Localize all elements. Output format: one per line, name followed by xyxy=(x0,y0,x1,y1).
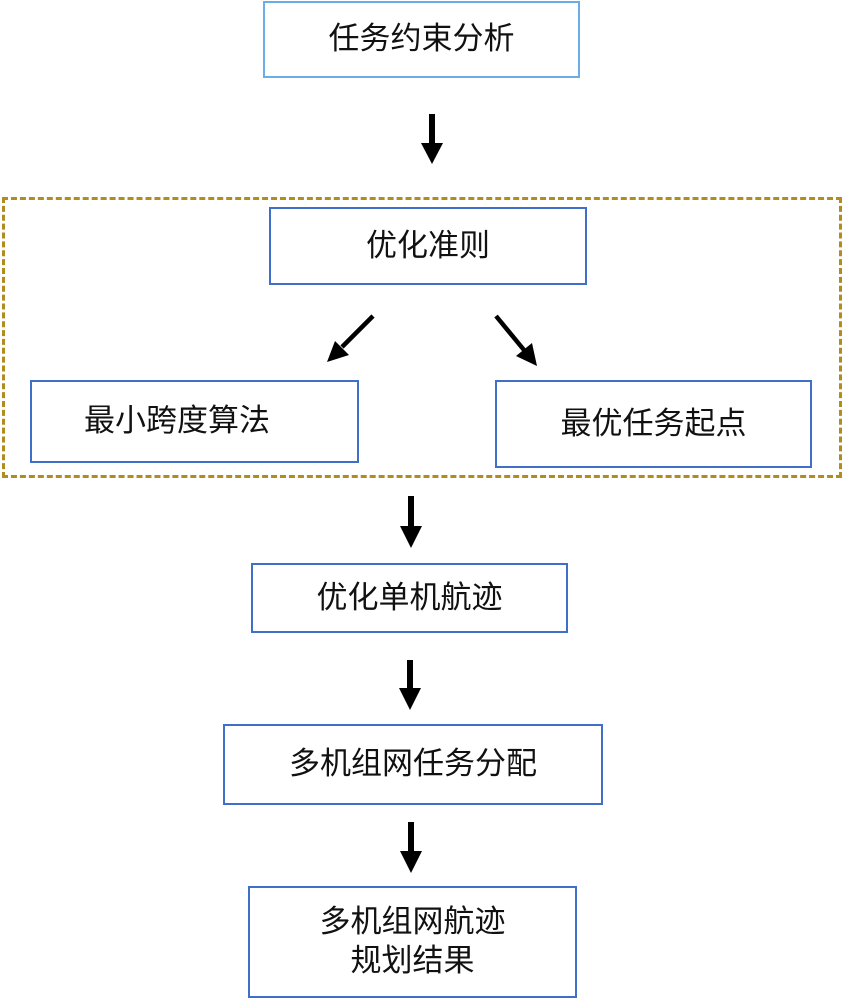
node-optimize-single-track-label: 优化单机航迹 xyxy=(316,579,503,616)
arrow-single-track-to-allocation xyxy=(399,660,421,710)
node-multi-track-result: 多机组网航迹 规划结果 xyxy=(248,886,577,998)
node-optimal-task-start-label: 最优任务起点 xyxy=(560,405,747,442)
node-optimize-single-track: 优化单机航迹 xyxy=(251,563,568,633)
arrow-constraint-to-criteria xyxy=(421,114,443,164)
node-multi-task-allocation-label: 多机组网任务分配 xyxy=(289,746,537,783)
optimization-group-frame xyxy=(2,197,842,478)
arrow-allocation-to-result xyxy=(400,822,422,873)
node-constraint-analysis-label: 任务约束分析 xyxy=(328,21,515,58)
node-optimization-criteria: 优化准则 xyxy=(269,207,587,285)
arrow-group-to-single-track xyxy=(400,496,422,548)
node-min-span-algorithm-label: 最小跨度算法 xyxy=(84,403,270,440)
node-constraint-analysis: 任务约束分析 xyxy=(263,1,580,78)
node-multi-task-allocation: 多机组网任务分配 xyxy=(223,724,603,805)
node-optimal-task-start: 最优任务起点 xyxy=(495,380,812,468)
node-min-span-algorithm: 最小跨度算法 xyxy=(30,380,359,463)
arrow-criteria-to-min-span xyxy=(327,314,375,362)
node-multi-track-result-label: 多机组网航迹 规划结果 xyxy=(319,904,506,979)
arrow-criteria-to-task-start xyxy=(494,314,537,366)
node-optimization-criteria-label: 优化准则 xyxy=(366,227,490,264)
